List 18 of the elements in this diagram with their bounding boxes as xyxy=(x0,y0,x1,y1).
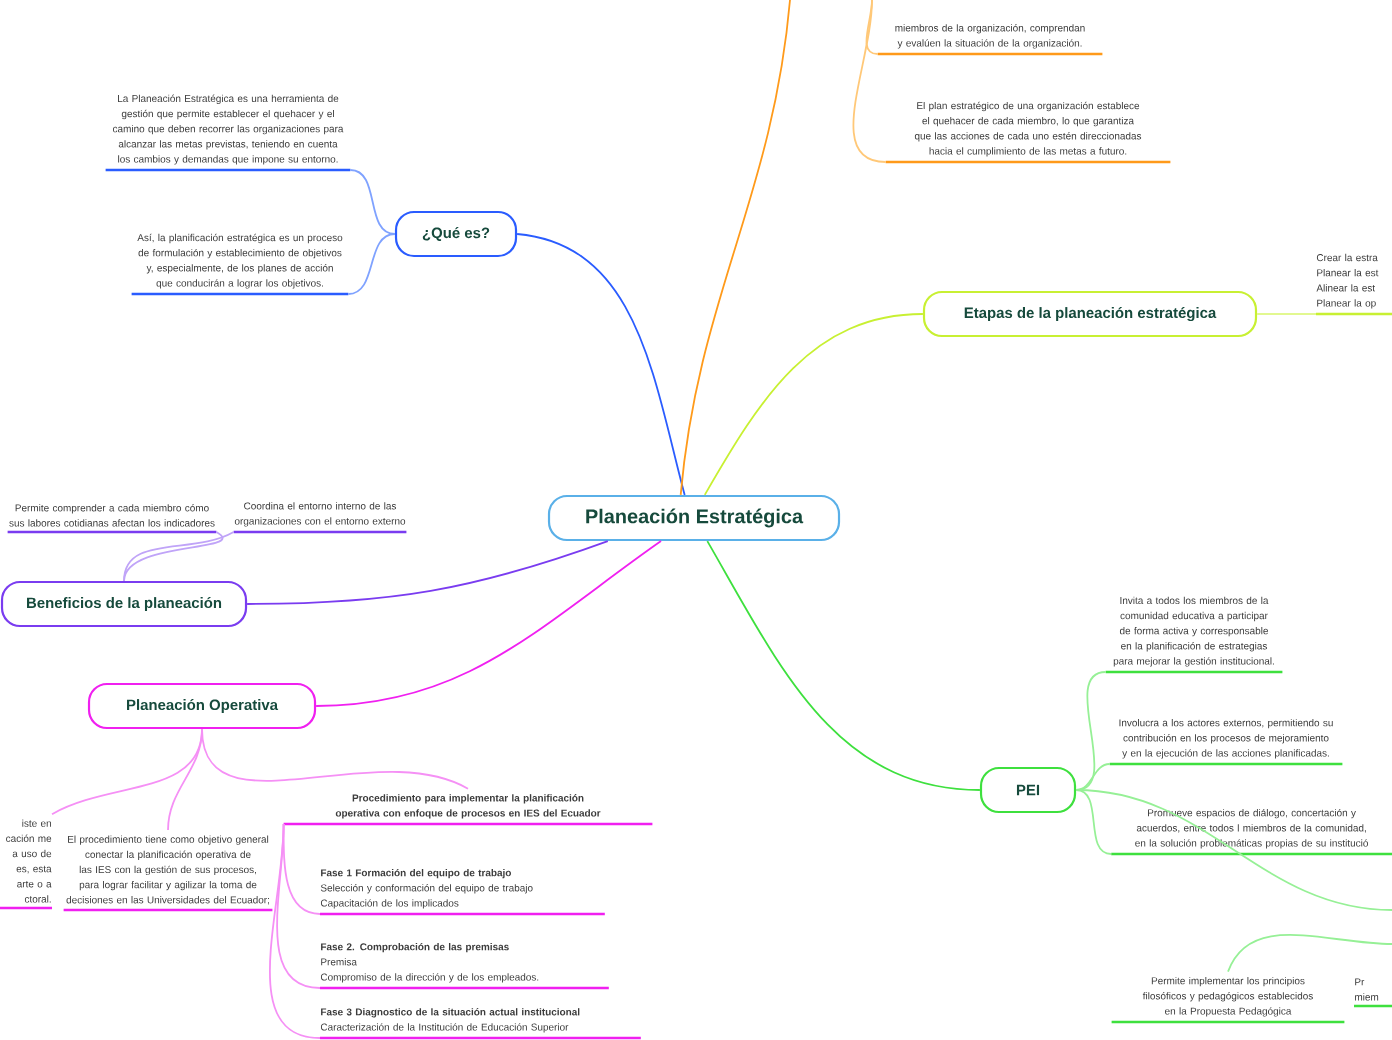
connector-line xyxy=(347,233,396,295)
connector-line xyxy=(349,169,396,235)
connector-line xyxy=(269,823,321,1039)
connector-line xyxy=(246,540,609,605)
connector-line xyxy=(315,540,662,707)
connector-line xyxy=(1075,763,1111,791)
connector-line xyxy=(679,0,791,496)
connector-line xyxy=(516,233,686,496)
connector-line xyxy=(1075,789,1392,911)
connector-line xyxy=(1227,934,1392,973)
connector-line xyxy=(201,728,469,790)
connector-line xyxy=(703,313,924,496)
connector-line xyxy=(282,823,321,915)
connector-line xyxy=(706,540,981,791)
topic-box: Planeación Estratégica xyxy=(547,494,841,542)
connector-line xyxy=(1075,789,1113,855)
connector-line xyxy=(1256,313,1317,315)
connector-line xyxy=(852,0,887,163)
